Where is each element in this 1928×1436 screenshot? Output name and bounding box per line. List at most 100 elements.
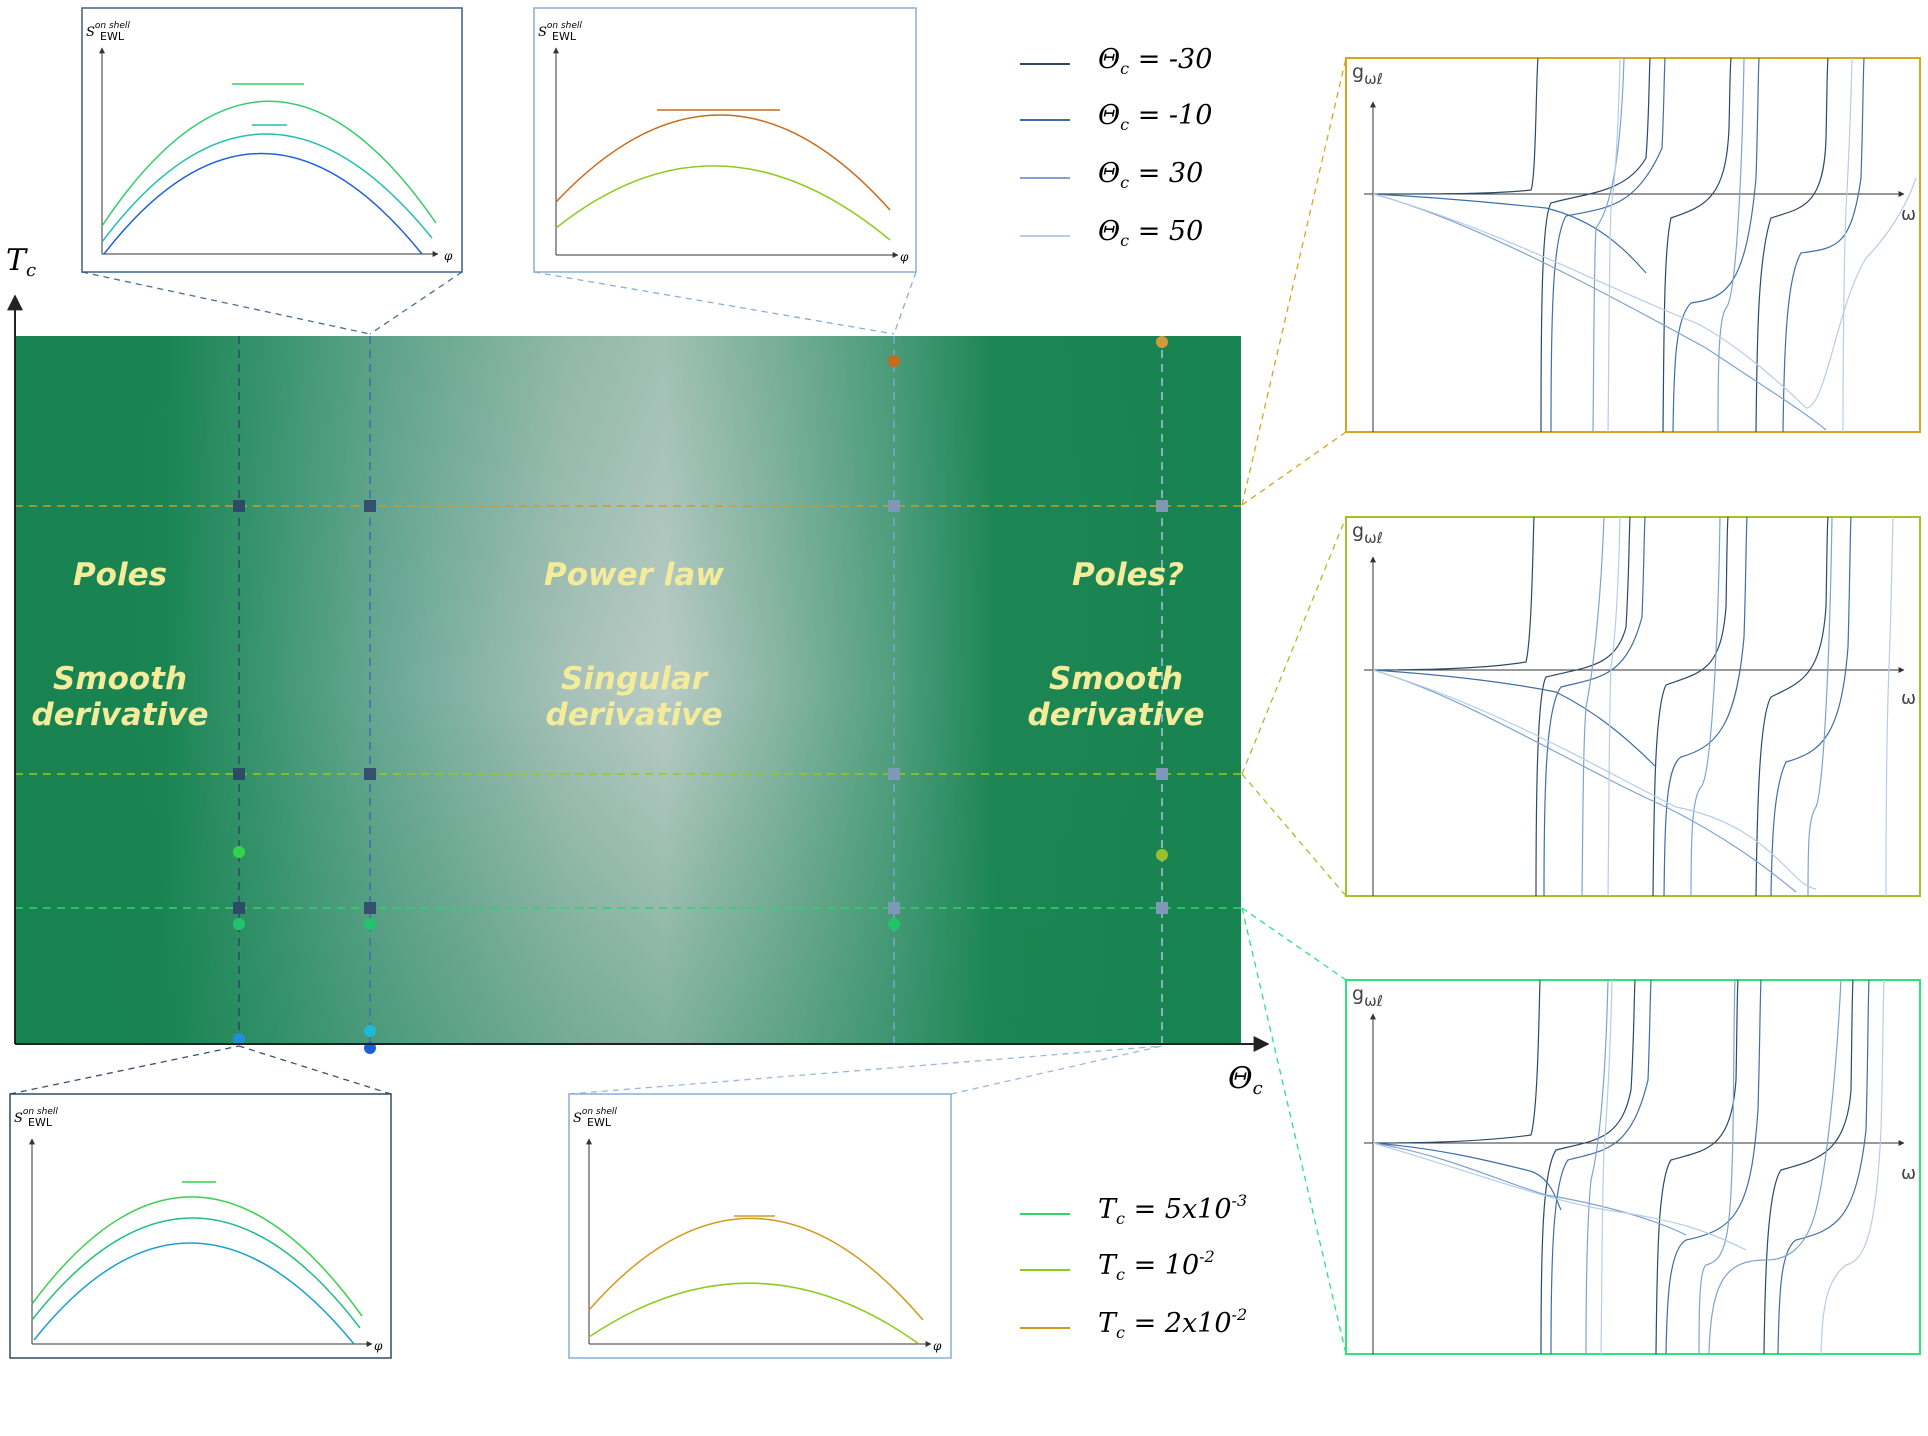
curve [1777, 979, 1870, 1355]
connector [9, 1045, 240, 1095]
inset-frame [9, 1093, 392, 1359]
legend-tc-2e-2: Tc = 2x10-2 [1098, 1305, 1247, 1342]
panel-curves [1372, 979, 1885, 1355]
dot [888, 355, 900, 367]
marker [888, 500, 900, 512]
dot [1156, 849, 1168, 861]
dot [1156, 336, 1168, 348]
connector [950, 1045, 1163, 1095]
marker [364, 768, 376, 780]
curve [1372, 177, 1917, 409]
connector [1241, 57, 1347, 506]
curve [1372, 193, 1647, 274]
connector [533, 271, 895, 335]
dot [364, 1025, 376, 1037]
panel-x-label: ω [1901, 688, 1916, 709]
curve [1807, 516, 1833, 897]
curve [1770, 516, 1852, 897]
curve [1372, 669, 1817, 890]
marker [233, 768, 245, 780]
theta-legend: Θc = -30 Θc = -10 Θc = 30 Θc = 50 [1020, 44, 1212, 250]
panel-y-label: gωℓ [1352, 983, 1383, 1010]
curve [1708, 979, 1842, 1355]
curve [101, 133, 433, 243]
panel-frame [1345, 57, 1921, 433]
marker [888, 768, 900, 780]
curve [1842, 57, 1853, 433]
connector [81, 271, 371, 335]
curve [1540, 57, 1651, 433]
green-function-panel-tc-5e-3: gωℓ ω [1345, 979, 1921, 1355]
marker [364, 902, 376, 914]
phase-diagram: Poles Smooth derivative Power law Singul… [6, 243, 1270, 1099]
connector [568, 1045, 1163, 1095]
inset-y-label: Son shell [86, 21, 130, 40]
curve [1372, 516, 1535, 671]
panel-x-label: ω [1901, 204, 1916, 225]
marker [1156, 500, 1168, 512]
inset-x-label: φ [933, 1339, 942, 1353]
dot [888, 918, 900, 930]
inset-theta-30-top: Son shell EWL φ [533, 7, 917, 273]
inset-frame [533, 7, 917, 273]
curve [1600, 979, 1613, 1355]
curve [1581, 516, 1605, 897]
curve [1372, 193, 1827, 431]
panel-y-label: gωℓ [1352, 61, 1383, 88]
curve [1372, 1142, 1562, 1211]
inset-x-label: φ [374, 1339, 383, 1353]
curve [33, 1242, 355, 1345]
curve [555, 114, 891, 211]
curve [1655, 979, 1739, 1355]
region-1-bottom-2: derivative [32, 697, 209, 733]
tc-legend: Tc = 5x10-3 Tc = 10-2 Tc = 2x10-2 [1020, 1191, 1247, 1342]
marker [233, 500, 245, 512]
curve [1663, 516, 1748, 897]
curve [1782, 57, 1865, 433]
curve [588, 1217, 924, 1321]
connector [238, 1045, 392, 1095]
curve [1698, 979, 1736, 1355]
curve [31, 1217, 361, 1329]
inset-y-label: Son shell [538, 21, 582, 40]
inset-theta-m30-m10-bottom: Son shell EWL φ [9, 1093, 392, 1359]
region-3-bottom-1: Smooth [1049, 661, 1183, 697]
region-2-bottom-2: derivative [546, 697, 723, 733]
panel-x-label: ω [1901, 1163, 1916, 1184]
panel-frame [1345, 516, 1921, 897]
inset-y-label-sub: EWL [587, 1116, 612, 1129]
panel-curves [1372, 516, 1894, 897]
curve [101, 100, 437, 227]
green-function-panel-tc-1e-2: gωℓ ω [1345, 516, 1921, 897]
curve [1717, 57, 1745, 433]
intersection-markers [233, 500, 1168, 914]
inset-frame [81, 7, 463, 273]
connector [1241, 431, 1347, 506]
connector [893, 271, 917, 335]
curve [1592, 57, 1625, 433]
inset-x-label: φ [444, 249, 453, 263]
connector [1241, 773, 1347, 897]
connectors [9, 57, 1347, 1355]
legend-theta-m30: Θc = -30 [1098, 44, 1212, 78]
inset-y-label: Son shell [14, 1107, 58, 1126]
curve [1755, 57, 1829, 433]
green-function-panel-tc-2e-2: gωℓ ω [1345, 57, 1921, 433]
phase-field-shade [15, 336, 1241, 1044]
panel-curves [1372, 57, 1917, 433]
legend-tc-5e-3: Tc = 5x10-3 [1098, 1191, 1247, 1228]
curve [1885, 516, 1894, 897]
region-2-top: Power law [544, 557, 724, 593]
legend-tc-1e-2: Tc = 10-2 [1098, 1247, 1215, 1284]
x-axis-label: Θc [1228, 1061, 1263, 1099]
curve [1372, 1142, 1687, 1236]
marker [1156, 768, 1168, 780]
legend-theta-30: Θc = 30 [1098, 158, 1203, 192]
curve [31, 1196, 363, 1317]
inset-theta-m30-m10-top: Son shell EWL φ [81, 7, 463, 273]
marker [364, 500, 376, 512]
dot [233, 846, 245, 858]
inset-y-label: Son shell [573, 1107, 617, 1126]
curve [588, 1282, 920, 1345]
